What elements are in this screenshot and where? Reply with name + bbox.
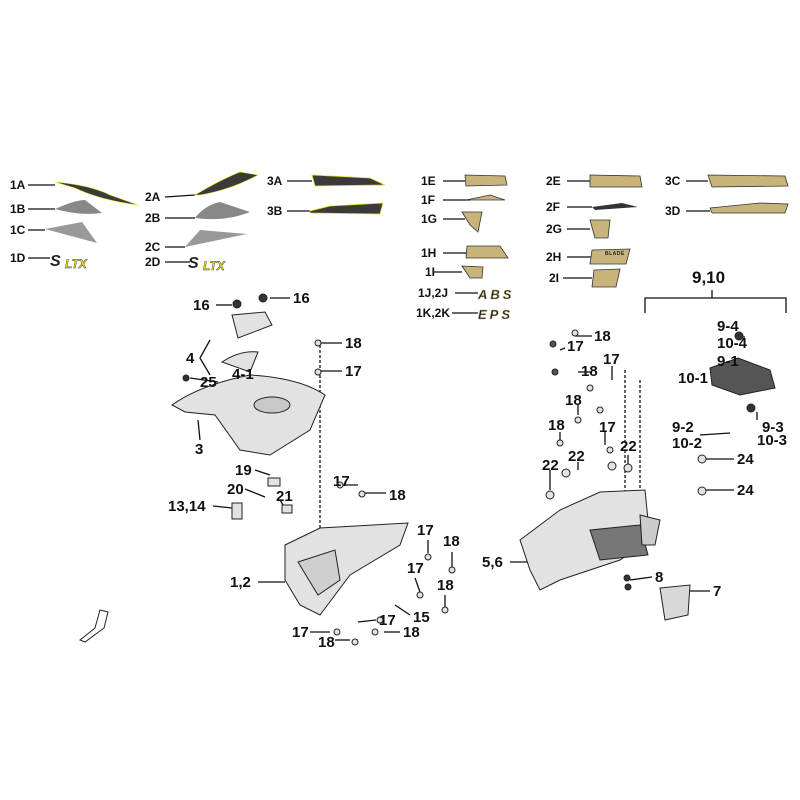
label-8: 8: [655, 569, 664, 586]
label-10-2: 10-2: [672, 435, 703, 452]
label-2i: 2I: [549, 271, 560, 285]
decal-abs: ABS: [477, 287, 514, 302]
label-24b: 24: [737, 482, 754, 499]
label-1k-2k: 1K,2K: [416, 306, 451, 320]
label-13-14: 13,14: [168, 498, 206, 515]
left-assembly-parts: [79, 293, 456, 646]
label-r-22c: 22: [542, 457, 559, 474]
decal-shapes: S LTX S LTX ABS EPS BLADE: [45, 171, 789, 322]
label-r-22a: 22: [620, 438, 637, 455]
label-2h: 2H: [546, 250, 562, 264]
label-3d: 3D: [665, 204, 681, 218]
label-10-1: 10-1: [678, 370, 709, 387]
label-17c: 17: [417, 522, 434, 539]
label-9-1: 9-1: [717, 353, 739, 370]
label-18d: 18: [437, 577, 454, 594]
label-r-18c: 18: [565, 392, 582, 409]
label-2f: 2F: [546, 200, 561, 214]
label-r-17a: 17: [567, 338, 584, 355]
label-r-18b: 18: [581, 363, 598, 380]
label-2c: 2C: [145, 240, 161, 254]
label-9-3: 9-3: [762, 419, 784, 436]
label-r-17b: 17: [603, 351, 620, 368]
label-2d: 2D: [145, 255, 161, 269]
label-1h: 1H: [421, 246, 437, 260]
label-3b: 3B: [267, 204, 283, 218]
label-r-18d: 18: [548, 417, 565, 434]
label-9-4: 9-4: [717, 318, 739, 335]
label-25: 25: [200, 374, 217, 391]
decal-2d-ltx: LTX: [203, 259, 226, 273]
label-21: 21: [276, 488, 293, 505]
label-1-2: 1,2: [230, 574, 251, 591]
label-18f: 18: [318, 634, 335, 651]
label-3: 3: [195, 441, 204, 458]
label-3a: 3A: [267, 174, 283, 188]
label-9-2: 9-2: [672, 419, 694, 436]
label-17f: 17: [292, 624, 309, 641]
label-2g: 2G: [546, 222, 563, 236]
decal-1d-ltx: LTX: [65, 257, 88, 271]
label-1b: 1B: [10, 202, 26, 216]
label-1i: 1I: [425, 265, 436, 279]
label-18b: 18: [389, 487, 406, 504]
label-3c: 3C: [665, 174, 681, 188]
label-5-6: 5,6: [482, 554, 503, 571]
label-1e: 1E: [421, 174, 436, 188]
label-2a: 2A: [145, 190, 161, 204]
label-1a: 1A: [10, 178, 26, 192]
label-17b: 17: [333, 473, 350, 490]
label-1f: 1F: [421, 193, 436, 207]
label-20: 20: [227, 481, 244, 498]
label-4-1: 4-1: [232, 366, 254, 383]
label-group-9-10: 9,10: [692, 268, 726, 287]
label-16a: 16: [193, 297, 210, 314]
label-1c: 1C: [10, 223, 26, 237]
label-18a: 18: [345, 335, 362, 352]
label-16b: 16: [293, 290, 310, 307]
label-18e: 18: [403, 624, 420, 641]
label-1j-2j: 1J,2J: [418, 286, 449, 300]
label-24a: 24: [737, 451, 754, 468]
label-r-22b: 22: [568, 448, 585, 465]
label-10-4: 10-4: [717, 335, 748, 352]
label-r-17c: 17: [599, 419, 616, 436]
label-2b: 2B: [145, 211, 161, 225]
decal-2h-blade: BLADE: [605, 251, 625, 257]
label-18c: 18: [443, 533, 460, 550]
decal-1d-logo: S: [50, 253, 61, 270]
label-15: 15: [413, 609, 430, 626]
label-17d: 17: [407, 560, 424, 577]
label-10-3: 10-3: [757, 432, 788, 449]
label-19: 19: [235, 462, 252, 479]
decal-2d-logo: S: [188, 255, 199, 272]
label-2e: 2E: [546, 174, 561, 188]
label-1g: 1G: [421, 212, 438, 226]
label-7: 7: [713, 583, 722, 600]
label-4: 4: [186, 350, 195, 367]
right-assembly-parts: [519, 329, 776, 621]
label-17a: 17: [345, 363, 362, 380]
decal-eps: EPS: [478, 307, 513, 322]
label-r-18a: 18: [594, 328, 611, 345]
label-17e: 17: [379, 612, 396, 629]
label-1d: 1D: [10, 251, 26, 265]
